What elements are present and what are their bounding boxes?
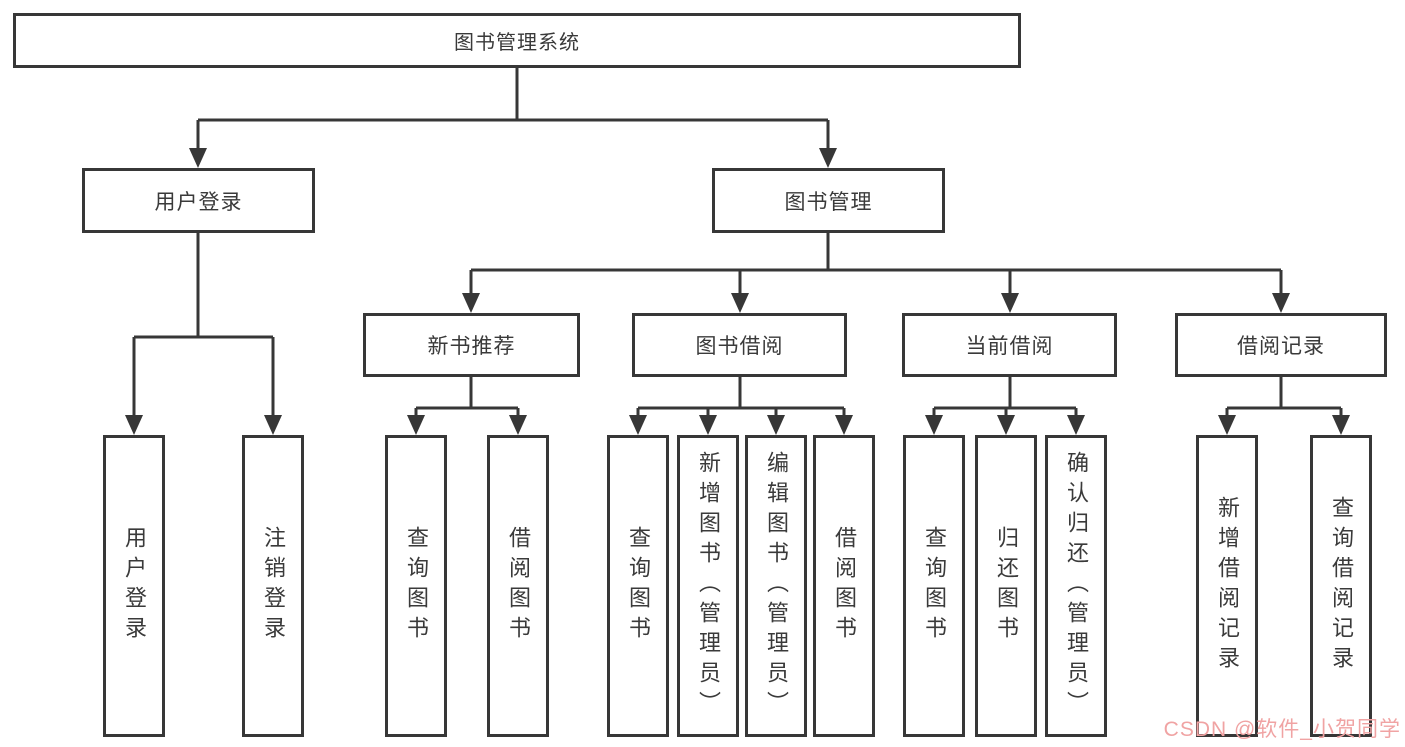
leaf-borrow-books-borrowing: 借阅图书 bbox=[813, 435, 875, 737]
leaf-query-books-borrowing-label: 查询图书 bbox=[626, 526, 651, 646]
leaf-borrow-books-borrowing-label: 借阅图书 bbox=[832, 526, 857, 646]
arrowhead-icon bbox=[125, 415, 143, 435]
arrowhead-icon bbox=[731, 293, 749, 313]
csdn-watermark: CSDN @软件_小贺同学 bbox=[1163, 718, 1401, 741]
node-current-borrowing-label: 当前借阅 bbox=[965, 335, 1054, 358]
leaf-user-login: 用户登录 bbox=[103, 435, 165, 737]
node-book-management: 图书管理 bbox=[712, 168, 945, 233]
arrowhead-icon bbox=[997, 415, 1015, 435]
node-user-login-label: 用户登录 bbox=[154, 190, 243, 214]
leaf-query-books-borrowing: 查询图书 bbox=[607, 435, 669, 737]
node-current-borrowing: 当前借阅 bbox=[902, 313, 1117, 377]
leaf-logout-label: 注销登录 bbox=[261, 526, 286, 646]
arrowhead-icon bbox=[629, 415, 647, 435]
leaf-confirm-return-admin: 确认归还（管理员） bbox=[1045, 435, 1107, 737]
arrowhead-icon bbox=[189, 148, 207, 168]
node-new-book-recommend-label: 新书推荐 bbox=[427, 335, 516, 358]
arrowhead-icon bbox=[1332, 415, 1350, 435]
leaf-query-borrow-record-label: 查询借阅记录 bbox=[1329, 496, 1354, 676]
leaf-query-books-recommend-label: 查询图书 bbox=[404, 526, 429, 646]
leaf-query-borrow-record: 查询借阅记录 bbox=[1310, 435, 1372, 737]
node-book-borrowing: 图书借阅 bbox=[632, 313, 847, 377]
arrowhead-icon bbox=[699, 415, 717, 435]
arrowhead-icon bbox=[819, 148, 837, 168]
leaf-edit-books-admin-label: 编辑图书（管理员） bbox=[764, 451, 789, 721]
node-borrowing-records: 借阅记录 bbox=[1175, 313, 1387, 377]
arrowhead-icon bbox=[835, 415, 853, 435]
leaf-return-books: 归还图书 bbox=[975, 435, 1037, 737]
connector-newbook-to-leaves bbox=[407, 377, 527, 435]
arrowhead-icon bbox=[1001, 293, 1019, 313]
node-root-label: 图书管理系统 bbox=[454, 32, 580, 54]
connector-userlogin-to-leaves bbox=[125, 233, 282, 435]
leaf-return-books-label: 归还图书 bbox=[994, 526, 1019, 646]
leaf-query-books-current: 查询图书 bbox=[903, 435, 965, 737]
connector-bookborrow-to-leaves bbox=[629, 377, 853, 435]
node-book-management-label: 图书管理 bbox=[784, 190, 873, 214]
connector-records-to-leaves bbox=[1218, 377, 1350, 435]
leaf-add-books-admin: 新增图书（管理员） bbox=[677, 435, 739, 737]
connector-root-to-level2 bbox=[189, 68, 837, 168]
leaf-query-books-recommend: 查询图书 bbox=[385, 435, 447, 737]
arrowhead-icon bbox=[264, 415, 282, 435]
connector-bookmgmt-to-level3 bbox=[462, 233, 1290, 313]
leaf-logout: 注销登录 bbox=[242, 435, 304, 737]
node-new-book-recommend: 新书推荐 bbox=[363, 313, 580, 377]
leaf-confirm-return-admin-label: 确认归还（管理员） bbox=[1064, 451, 1089, 721]
connector-currentborrow-to-leaves bbox=[925, 377, 1085, 435]
arrowhead-icon bbox=[509, 415, 527, 435]
leaf-borrow-books-recommend-label: 借阅图书 bbox=[506, 526, 531, 646]
node-root-library-system: 图书管理系统 bbox=[13, 13, 1021, 68]
arrowhead-icon bbox=[407, 415, 425, 435]
arrowhead-icon bbox=[925, 415, 943, 435]
arrowhead-icon bbox=[462, 293, 480, 313]
node-book-borrowing-label: 图书借阅 bbox=[695, 335, 784, 358]
leaf-add-borrow-record-label: 新增借阅记录 bbox=[1215, 496, 1240, 676]
node-user-login: 用户登录 bbox=[82, 168, 315, 233]
leaf-add-books-admin-label: 新增图书（管理员） bbox=[696, 451, 721, 721]
leaf-edit-books-admin: 编辑图书（管理员） bbox=[745, 435, 807, 737]
node-borrowing-records-label: 借阅记录 bbox=[1237, 335, 1325, 358]
leaf-query-books-current-label: 查询图书 bbox=[922, 526, 947, 646]
leaf-user-login-label: 用户登录 bbox=[122, 526, 147, 646]
arrowhead-icon bbox=[1272, 293, 1290, 313]
arrowhead-icon bbox=[1218, 415, 1236, 435]
leaf-borrow-books-recommend: 借阅图书 bbox=[487, 435, 549, 737]
arrowhead-icon bbox=[767, 415, 785, 435]
arrowhead-icon bbox=[1067, 415, 1085, 435]
leaf-add-borrow-record: 新增借阅记录 bbox=[1196, 435, 1258, 737]
